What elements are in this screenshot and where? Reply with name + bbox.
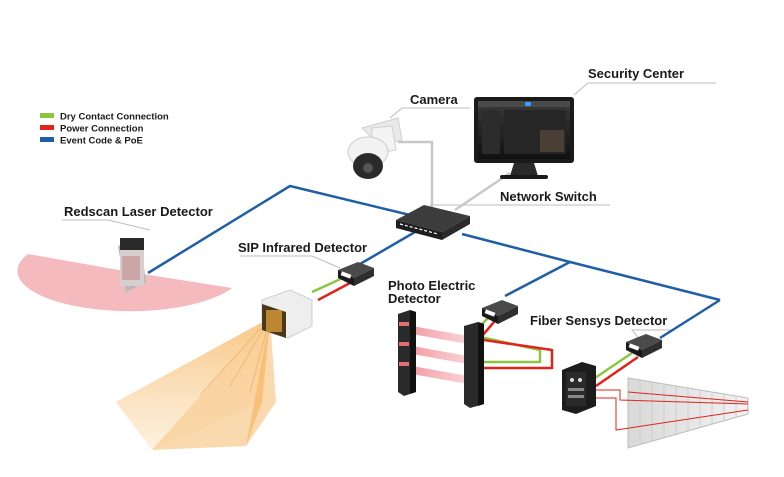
legend-swatch: [40, 113, 54, 118]
label-photo-electric-line2: Detector: [388, 291, 441, 306]
label-sip-infrared-detector: SIP Infrared Detector: [238, 240, 367, 255]
camera-cable: [398, 140, 511, 212]
infrared-detection-zone: [116, 317, 276, 450]
legend-label: Event Code & PoE: [60, 136, 143, 147]
label-redscan-laser-detector: Redscan Laser Detector: [64, 204, 213, 219]
label-network-switch: Network Switch: [500, 189, 597, 204]
photo-electric-detector: [398, 310, 484, 408]
label-security-center: Security Center: [588, 66, 684, 81]
legend-label: Power Connection: [60, 124, 144, 135]
fiber-sensys-controller: [562, 362, 596, 414]
fiber-fence: [596, 377, 749, 449]
fiber-encoder-module: [626, 334, 662, 358]
legend: Dry Contact Connection Power Connection …: [40, 112, 169, 147]
label-camera: Camera: [410, 92, 458, 107]
network-cables: [147, 184, 721, 340]
photo-encoder-module: [482, 300, 518, 324]
network-switch: [396, 205, 470, 240]
dome-camera: [347, 117, 403, 179]
security-center-monitor: [474, 97, 574, 179]
label-fiber-sensys-detector: Fiber Sensys Detector: [530, 313, 667, 328]
legend-item-event-code: Event Code & PoE: [40, 136, 143, 147]
legend-swatch: [40, 137, 54, 142]
sip-infrared-detector: [261, 289, 313, 339]
label-photo-electric-line1: Photo Electric: [388, 278, 475, 293]
leader-lines: [62, 82, 716, 341]
redscan-laser-detector: [118, 238, 146, 292]
photo-beams: [412, 326, 468, 384]
legend-swatch: [40, 125, 54, 130]
sip-encoder-module: [338, 262, 374, 286]
legend-item-power: Power Connection: [40, 124, 144, 135]
legend-label: Dry Contact Connection: [60, 112, 169, 123]
legend-item-dry-contact: Dry Contact Connection: [40, 112, 169, 123]
